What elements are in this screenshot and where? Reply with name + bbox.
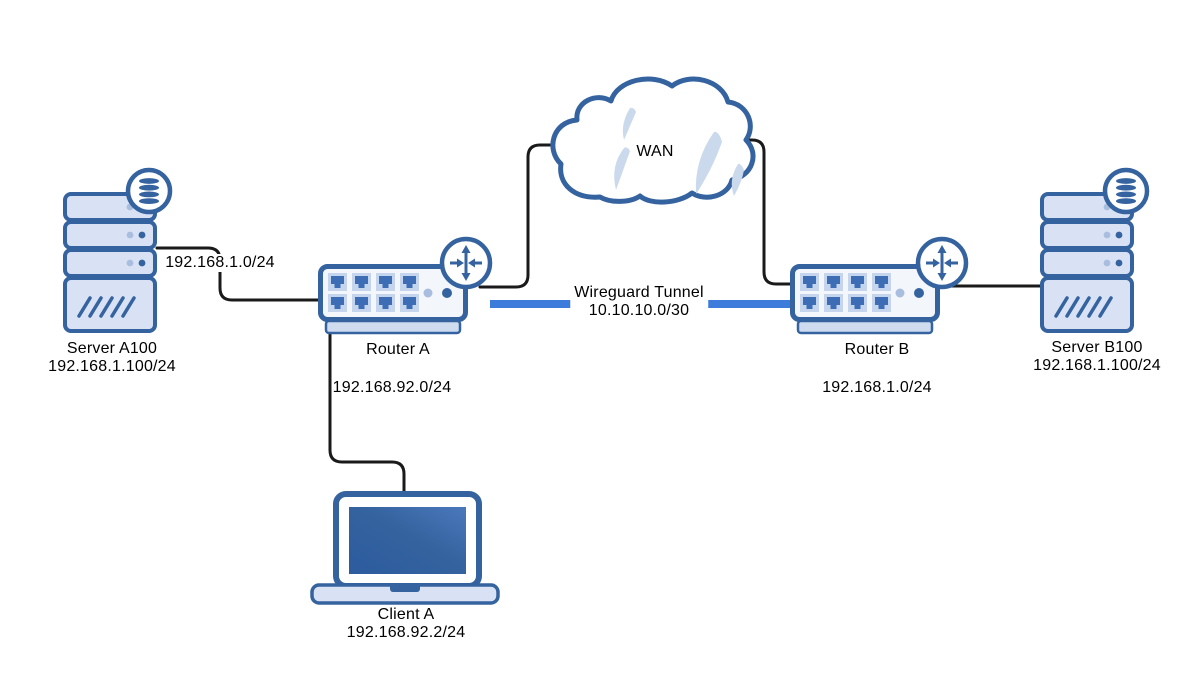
database-icon bbox=[1105, 170, 1147, 212]
link-a-subnet-label: 192.168.1.0/24 bbox=[161, 254, 279, 272]
server-a-label: Server A100 192.168.1.100/24 bbox=[48, 340, 176, 376]
node-wan bbox=[550, 76, 756, 205]
cable-router-a-to-wan bbox=[478, 143, 592, 289]
router-b-label: Router B bbox=[844, 341, 910, 358]
wan-label: WAN bbox=[636, 143, 674, 160]
router-icon bbox=[442, 239, 490, 287]
cloud-highlights bbox=[614, 107, 744, 196]
router-icon bbox=[918, 239, 966, 287]
node-client-a bbox=[310, 491, 500, 605]
router-a-subnet-label: 192.168.92.0/24 bbox=[332, 379, 452, 396]
database-icon bbox=[128, 170, 170, 212]
switch-icon bbox=[793, 267, 938, 334]
server-icon bbox=[1040, 192, 1134, 333]
server-b-ip: 192.168.1.100/24 bbox=[1033, 357, 1161, 374]
server-b-label: Server B100 192.168.1.100/24 bbox=[1033, 339, 1161, 375]
cloud-icon bbox=[550, 76, 756, 205]
tunnel-subnet: 10.10.10.0/30 bbox=[588, 302, 690, 319]
node-router-a bbox=[321, 239, 491, 333]
client-a-label: Client A 192.168.92.2/24 bbox=[347, 606, 466, 642]
client-a-name: Client A bbox=[377, 606, 435, 623]
cable-router-a-to-client-a bbox=[328, 332, 406, 496]
server-a-name: Server A100 bbox=[66, 340, 158, 357]
router-a-label: Router A bbox=[366, 341, 430, 358]
cable-wan-to-router-b bbox=[713, 138, 796, 286]
server-icon bbox=[63, 192, 157, 333]
router-b-subnet-label: 192.168.1.0/24 bbox=[822, 379, 932, 396]
server-a-ip: 192.168.1.100/24 bbox=[48, 358, 176, 375]
cable-server-a-to-router-a bbox=[155, 246, 322, 302]
server-b-name: Server B100 bbox=[1051, 339, 1143, 356]
client-a-ip: 192.168.92.2/24 bbox=[346, 624, 466, 641]
tunnel-name: Wireguard Tunnel bbox=[574, 284, 704, 301]
node-server-b bbox=[1040, 170, 1147, 333]
node-router-b bbox=[793, 239, 967, 333]
node-server-a bbox=[63, 170, 170, 333]
laptop-icon bbox=[310, 491, 500, 605]
tunnel-label: Wireguard Tunnel 10.10.10.0/30 bbox=[570, 284, 708, 320]
